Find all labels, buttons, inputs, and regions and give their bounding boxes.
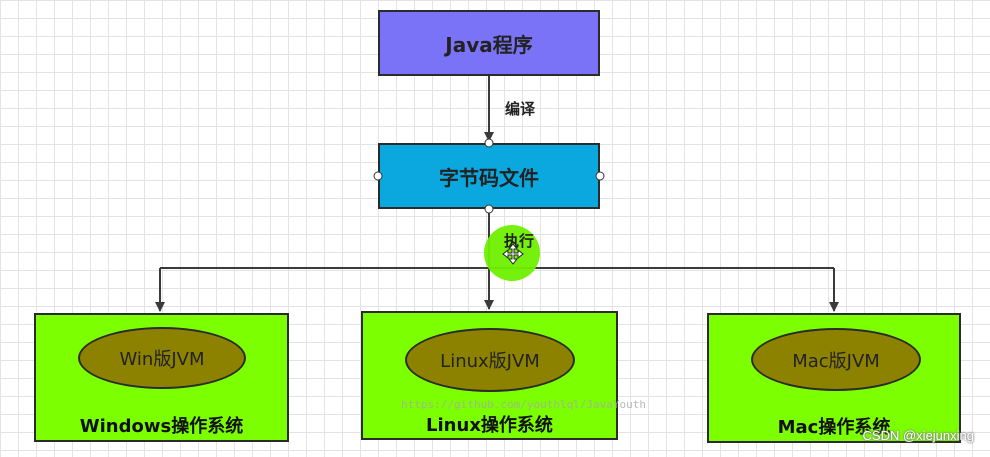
java-program-node[interactable]: Java程序 [378, 10, 600, 76]
mac-jvm-ellipse[interactable]: Mac版JVM [751, 328, 921, 391]
mac-os-label: Mac操作系统 [777, 417, 891, 438]
linux-jvm-ellipse[interactable]: Linux版JVM [405, 328, 575, 392]
bytecode-file-label: 字节码文件 [439, 165, 539, 190]
linux-os-node[interactable]: Linux版JVM Linux操作系统 [361, 311, 618, 440]
windows-jvm-label: Win版JVM [119, 349, 205, 370]
compile-label: 编译 [505, 100, 536, 118]
windows-jvm-ellipse[interactable]: Win版JVM [78, 327, 246, 389]
mac-os-node[interactable]: Mac版JVM Mac操作系统 [707, 313, 961, 443]
linux-jvm-label: Linux版JVM [440, 351, 540, 372]
watermark: https://github.com/youthlql/JavaYouth [401, 398, 647, 411]
execute-label: 执行 [504, 232, 535, 250]
bytecode-file-node[interactable]: 字节码文件 [378, 143, 600, 209]
linux-os-label: Linux操作系统 [426, 415, 553, 436]
java-program-label: Java程序 [445, 32, 533, 57]
windows-os-label: Windows操作系统 [79, 416, 244, 437]
mac-jvm-label: Mac版JVM [792, 350, 880, 372]
csdn-credit: CSDN @xiejunxing [862, 428, 974, 443]
windows-os-node[interactable]: Win版JVM Windows操作系统 [34, 313, 289, 442]
